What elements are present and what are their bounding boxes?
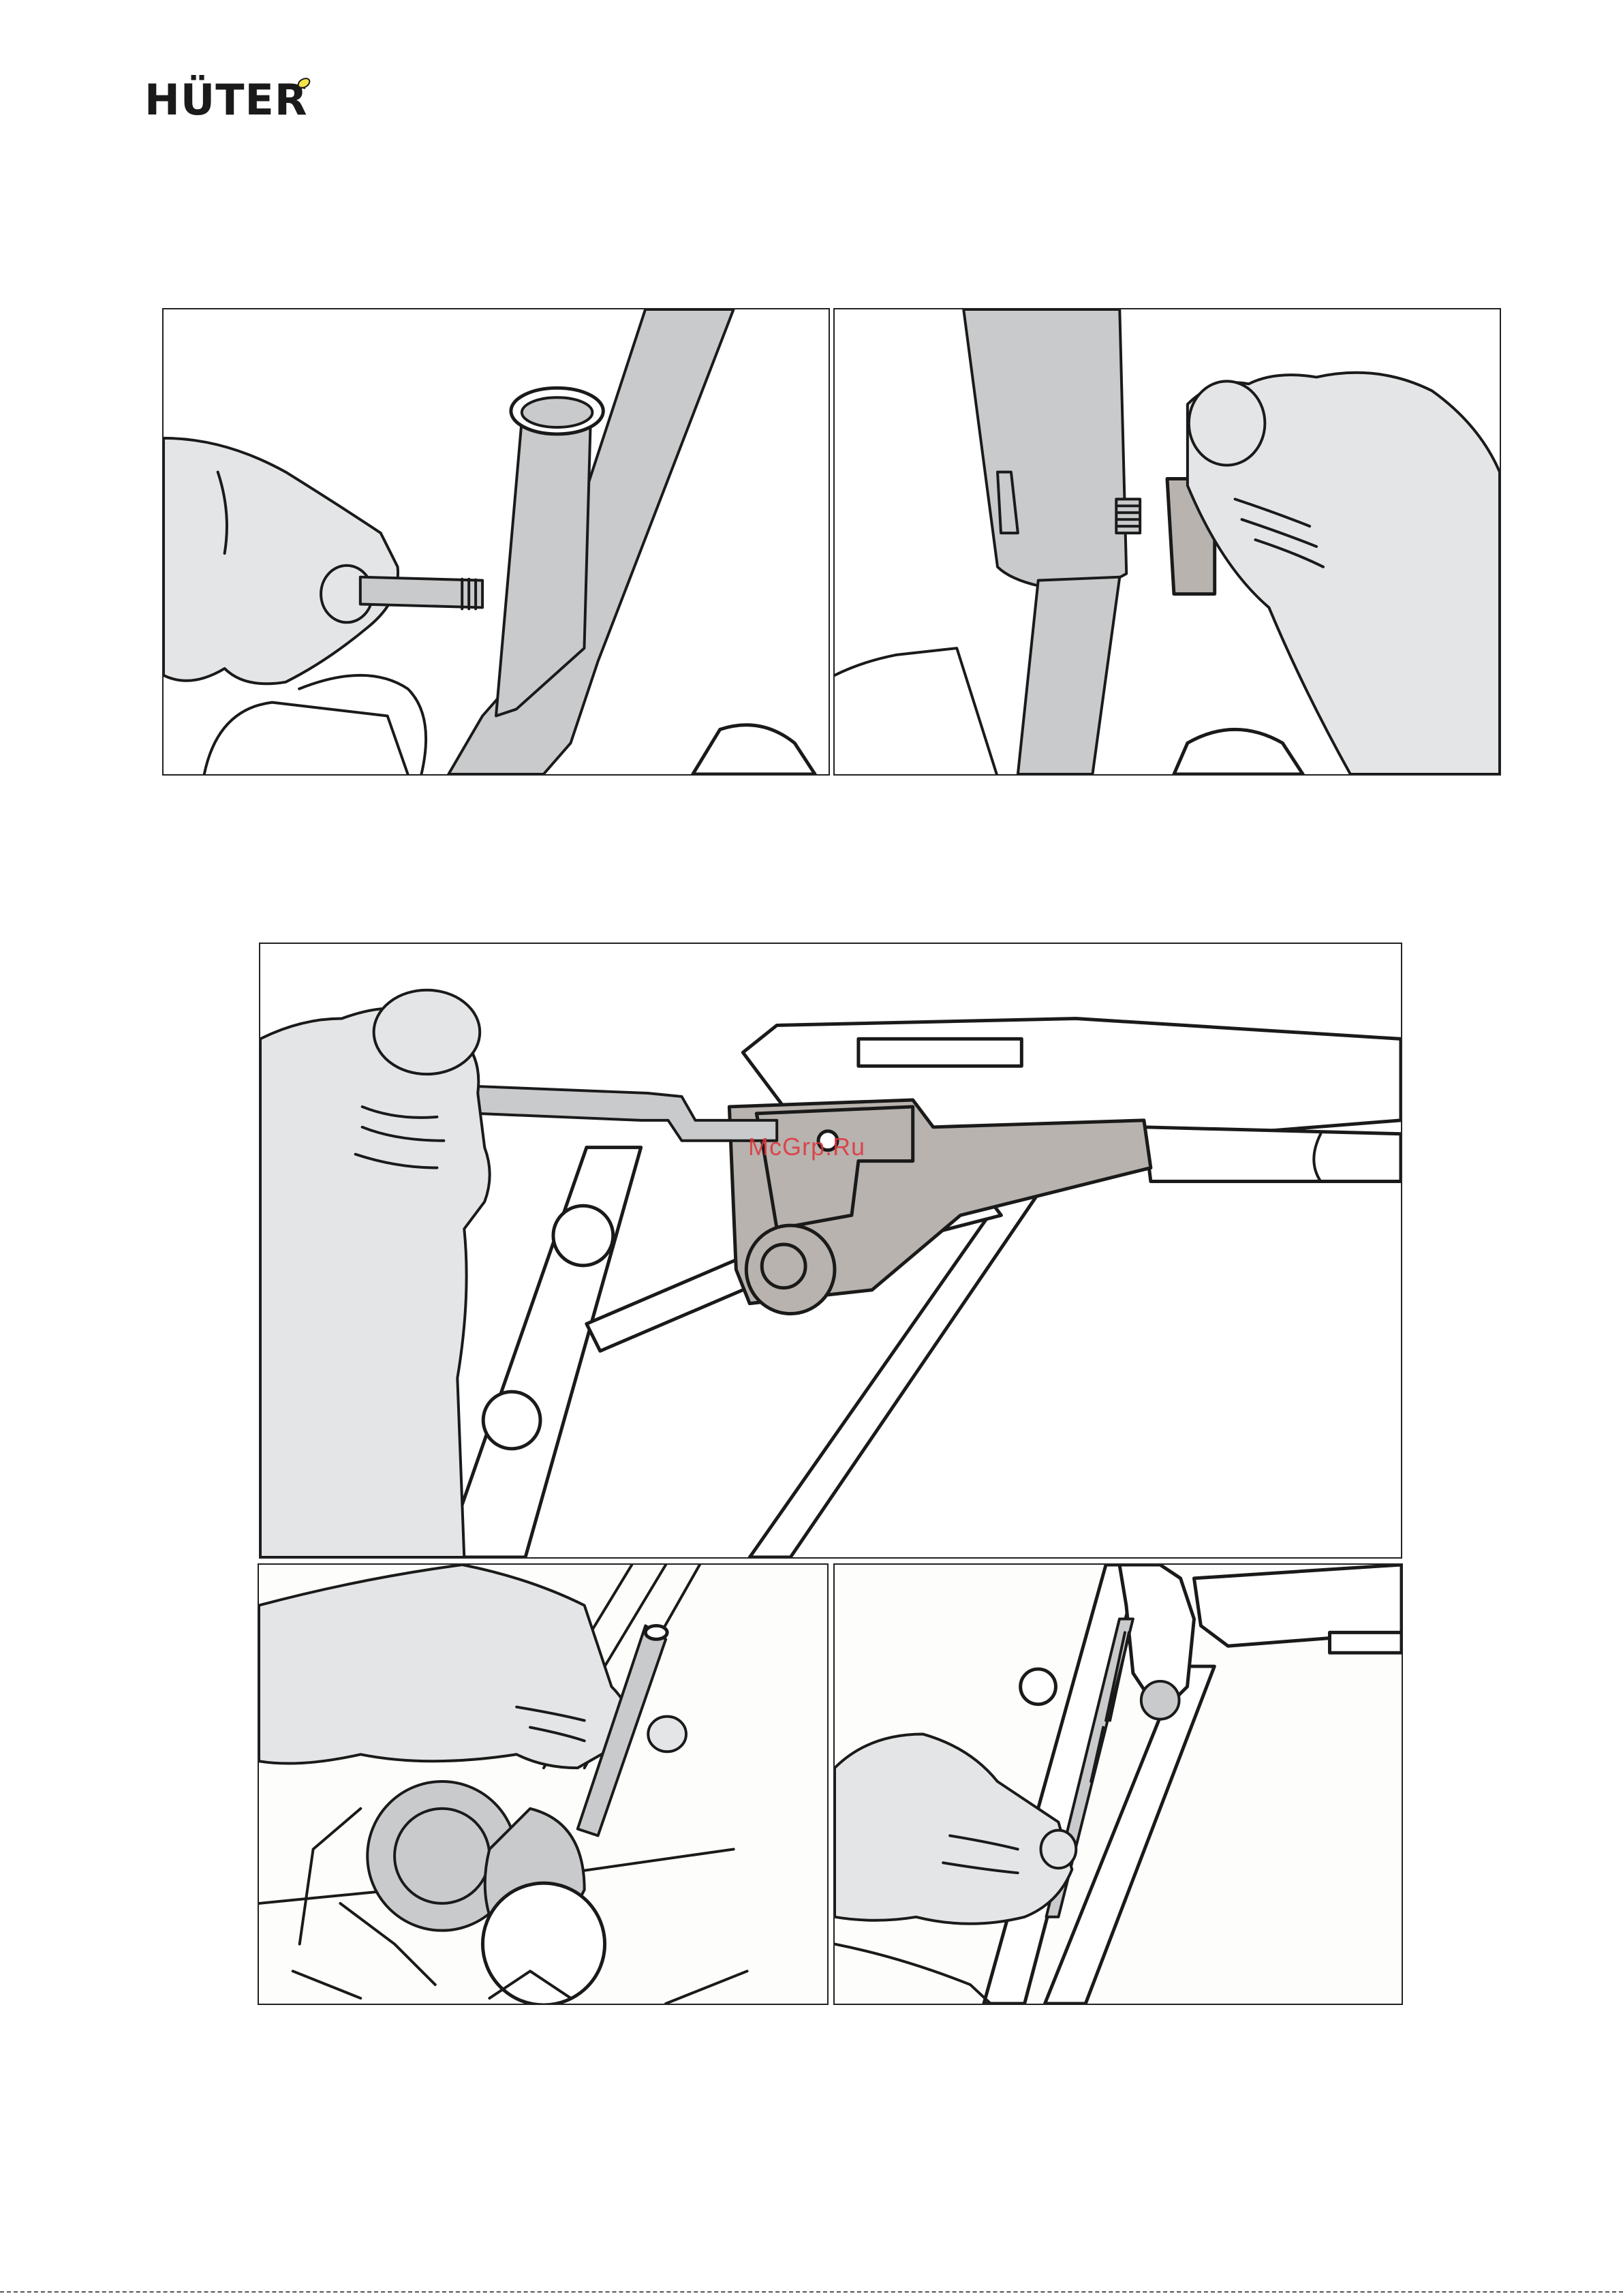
- brand-logo: HÜTER: [144, 74, 315, 127]
- figure-nut-fitting: [833, 308, 1501, 776]
- figure-cable-adjustment: [833, 1563, 1403, 2005]
- footer-divider: [0, 2291, 1623, 2293]
- hand-holding-rod-engine-illustration: [259, 1565, 827, 2004]
- hand-adjusting-cable-illustration: [835, 1565, 1402, 2004]
- figure-rod-insertion: [258, 1563, 829, 2005]
- hand-holding-hex-key-handle-illustration: [260, 944, 1401, 1557]
- figure-bolt-insertion: [162, 308, 830, 776]
- figure-handle-bracket-adjustment: [259, 943, 1402, 1559]
- brand-logo-text: HÜTER: [144, 76, 308, 124]
- hand-inserting-bolt-illustration: [164, 309, 829, 774]
- bee-icon: [290, 74, 315, 98]
- hand-holding-nut-illustration: [835, 309, 1500, 774]
- watermark-text: McGrp.Ru: [748, 1133, 865, 1161]
